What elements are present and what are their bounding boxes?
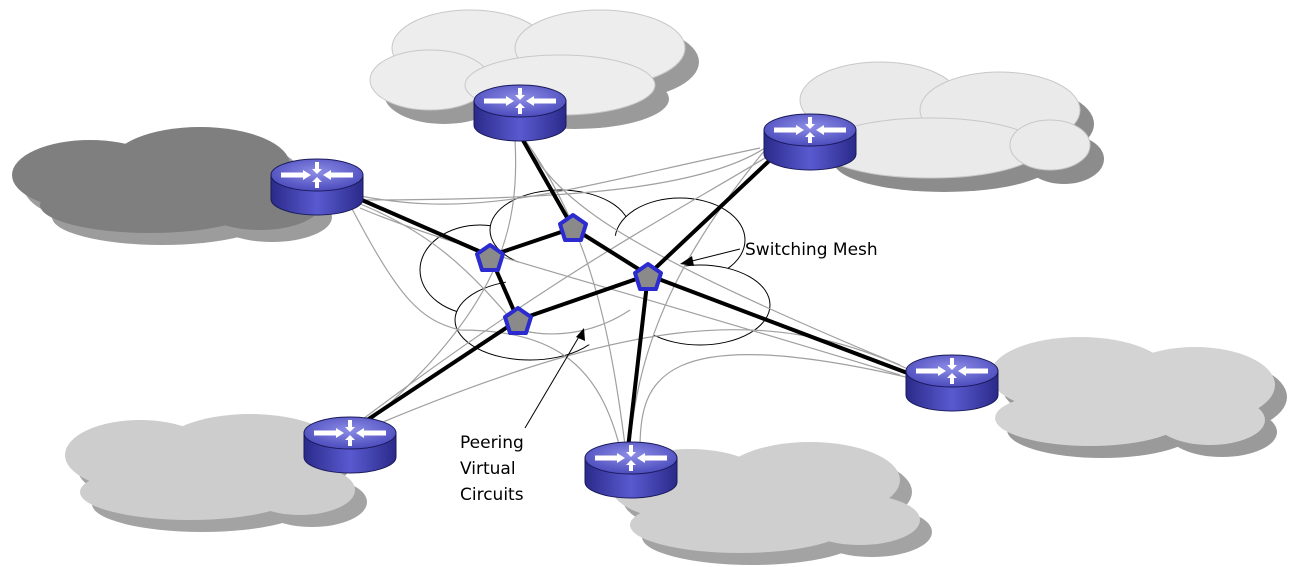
- trunk-links: [353, 133, 912, 450]
- cloud-left: [12, 127, 332, 245]
- router-top-right-icon: [764, 114, 856, 170]
- router-left-icon: [271, 159, 363, 215]
- peering-label-line1: Peering: [460, 433, 524, 453]
- router-bottom-left-icon: [304, 417, 396, 473]
- router-bottom-icon: [585, 442, 677, 498]
- router-right-icon: [906, 355, 998, 411]
- peering-label-line2: Virtual: [460, 459, 516, 479]
- cloud-top-right: [799, 61, 1104, 192]
- cloud-top: [369, 9, 699, 129]
- router-top-icon: [474, 85, 566, 141]
- cloud-right: [990, 337, 1287, 458]
- peering-virtual-circuits: [344, 134, 911, 449]
- peering-pointer: [524, 328, 585, 429]
- switching-mesh-pointer: [680, 248, 741, 266]
- switching-mesh-label: Switching Mesh: [745, 240, 878, 260]
- peering-label-line3: Circuits: [460, 485, 524, 505]
